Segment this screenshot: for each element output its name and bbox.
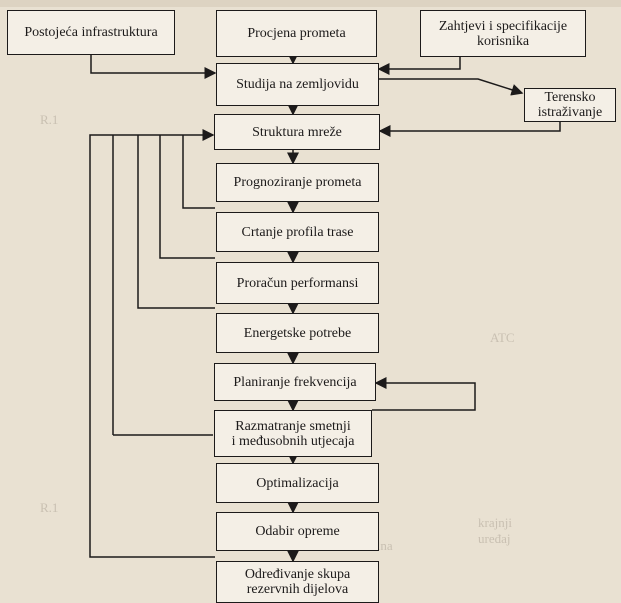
box-razmatranje-smetnji: Razmatranje smetnji i međusobnih utjecaj…	[214, 410, 372, 457]
box-crtanje-profila-trase: Crtanje profila trase	[216, 212, 379, 252]
box-odabir-opreme: Odabir opreme	[216, 512, 379, 551]
ghost-r1-top: R.1	[40, 112, 59, 127]
box-struktura-mreze: Struktura mreže	[214, 114, 380, 150]
ghost-r1-bottom: R.1	[40, 500, 59, 515]
arrow-infrastruktura-studija	[90, 55, 217, 79]
box-procjena-prometa: Procjena prometa	[216, 10, 377, 57]
arrow-studija-terensko	[379, 78, 524, 96]
box-postojeca-infrastruktura: Postojeća infrastruktura	[7, 10, 175, 55]
feedback-crtanje	[159, 135, 215, 259]
box-studija-na-zemljovidu: Studija na zemljovidu	[216, 63, 379, 106]
ghost-krajnji-uredaj: krajnji uređaj	[478, 515, 512, 546]
box-terensko-istrazivanje: Terensko istraživanje	[524, 88, 616, 122]
box-prognoziranje-prometa: Prognoziranje prometa	[216, 163, 379, 202]
box-energetske-potrebe: Energetske potrebe	[216, 313, 379, 353]
box-proracun-performansi: Proračun performansi	[216, 262, 379, 304]
feedback-proracun	[137, 135, 215, 309]
feedback-prognoziranje	[182, 135, 215, 209]
box-optimalizacija: Optimalizacija	[216, 463, 379, 503]
ghost-atc: ATC	[490, 330, 515, 345]
feedback-razmatranje-planiranje	[372, 377, 476, 411]
arrow-terensko-struktura	[378, 122, 561, 137]
arrow-zahtjevi-studija	[377, 57, 461, 75]
feedback-odabir-struktura	[89, 129, 215, 558]
box-planiranje-frekvencija: Planiranje frekvencija	[214, 363, 376, 401]
box-odredivanje-rezervnih-dijelova: Određivanje skupa rezervnih dijelova	[216, 561, 379, 603]
page-top-edge	[0, 0, 621, 7]
box-zahtjevi-specifikacije: Zahtjevi i specifikacije korisnika	[420, 10, 586, 57]
